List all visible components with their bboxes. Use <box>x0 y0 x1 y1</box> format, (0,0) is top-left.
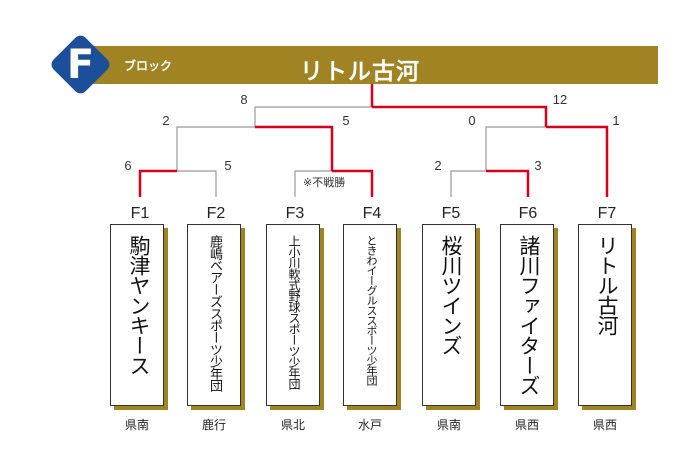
team-name: ときわイーグルススポーツ少年団 <box>365 235 377 385</box>
team-name: 諸川ファイターズ <box>517 235 540 395</box>
team-name: 桜川ツインズ <box>439 235 462 355</box>
losing-paths <box>176 106 546 197</box>
path-f7 <box>546 125 609 197</box>
team-name: 鹿嶋ベアーズスポーツ少年団 <box>208 235 223 391</box>
team-name: 駒津ヤンキース <box>127 235 150 375</box>
region-f3: 県北 <box>280 418 305 432</box>
seed-f6: F6 <box>518 205 538 222</box>
region-f6: 県西 <box>514 418 539 432</box>
block-badge <box>51 35 110 94</box>
team-card-f2: 鹿嶋ベアーズスポーツ少年団 <box>187 224 241 406</box>
path-final-left <box>254 106 372 127</box>
team-card-f7: リトル古河 <box>578 224 632 406</box>
score-r1-f2: 5 <box>224 158 232 173</box>
team-card-f3: 上小川軟式野球スポーツ少年団 <box>266 224 320 406</box>
team-name: 上小川軟式野球スポーツ少年団 <box>287 235 301 389</box>
path-f2 <box>177 170 217 197</box>
seed-f4: F4 <box>362 205 382 222</box>
score-semi-right-b: 1 <box>612 113 620 128</box>
winning-paths <box>138 84 609 197</box>
score-final-left: 8 <box>240 92 248 107</box>
score-semi-left-a: 2 <box>162 113 170 128</box>
champion-name: リトル古河 <box>300 58 420 84</box>
score-semi-left-b: 5 <box>342 113 350 128</box>
path-semi-left-a <box>176 126 255 171</box>
path-f1 <box>138 169 177 197</box>
seed-f3: F3 <box>285 205 305 222</box>
region-f5: 県南 <box>436 418 461 432</box>
region-f2: 鹿行 <box>201 418 226 432</box>
path-f3 <box>294 170 332 197</box>
team-card-f5: 桜川ツインズ <box>422 224 476 406</box>
team-card-f1: 駒津ヤンキース <box>110 224 164 406</box>
path-semi-left-b <box>255 125 334 171</box>
team-card-f6: 諸川ファイターズ <box>500 224 554 406</box>
score-semi-right-a: 0 <box>468 113 476 128</box>
region-f1: 県南 <box>124 418 149 432</box>
seed-f7: F7 <box>597 205 617 222</box>
block-letter: F <box>66 41 95 88</box>
seed-f5: F5 <box>441 205 461 222</box>
team-name: リトル古河 <box>595 235 618 335</box>
path-f6 <box>486 169 530 197</box>
seed-f2: F2 <box>206 205 226 222</box>
team-card-f4: ときわイーグルススポーツ少年団 <box>343 224 397 406</box>
score-r1-f6: 3 <box>534 158 542 173</box>
forfeit-note: ※不戦勝 <box>303 177 346 189</box>
score-r1-f1: 6 <box>124 158 132 173</box>
block-label: ブロック <box>124 59 173 73</box>
path-f5 <box>450 170 486 197</box>
path-f4 <box>332 169 374 197</box>
seed-f1: F1 <box>130 205 150 222</box>
path-semi-right-a <box>485 126 546 171</box>
region-f7: 県西 <box>592 418 617 432</box>
region-f4: 水戸 <box>357 418 382 432</box>
score-r1-f5: 2 <box>434 158 442 173</box>
score-final-right: 12 <box>552 92 568 107</box>
path-semi-right-b <box>372 105 548 127</box>
champion-banner <box>88 46 658 84</box>
